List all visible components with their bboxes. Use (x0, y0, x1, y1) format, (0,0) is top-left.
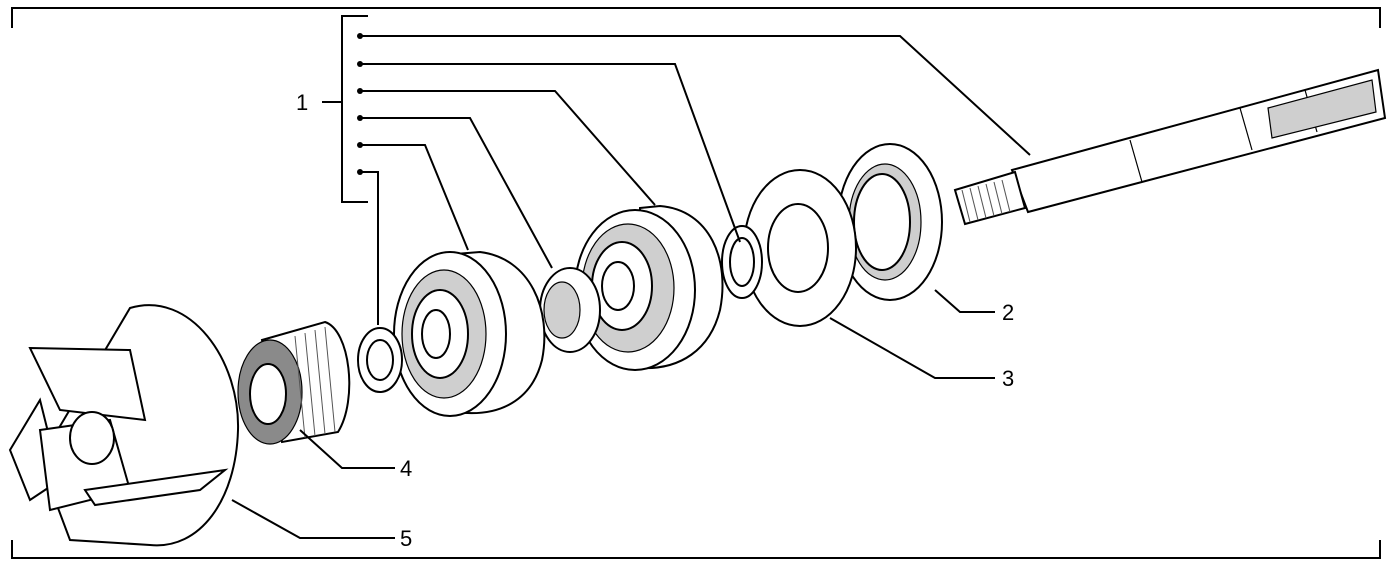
spacer-sleeve (539, 267, 601, 353)
washer (743, 169, 857, 327)
ball-bearing (393, 250, 546, 417)
ball-bearing (574, 204, 724, 371)
roller-cartridge (237, 320, 351, 445)
callout-1-bracket (322, 15, 368, 203)
callout-label-1: 1 (296, 90, 308, 115)
snap-ring (357, 327, 403, 393)
pump-shaft (953, 68, 1387, 226)
callout-label-5: 5 (400, 526, 412, 551)
impeller (8, 304, 240, 547)
snap-ring (721, 225, 763, 299)
callout-label-4: 4 (400, 456, 412, 481)
seal-ring (837, 143, 943, 301)
leader-lines (231, 33, 1031, 539)
frame-border (11, 7, 1381, 559)
callout-label-2: 2 (1002, 300, 1014, 325)
callout-label-3: 3 (1002, 366, 1014, 391)
